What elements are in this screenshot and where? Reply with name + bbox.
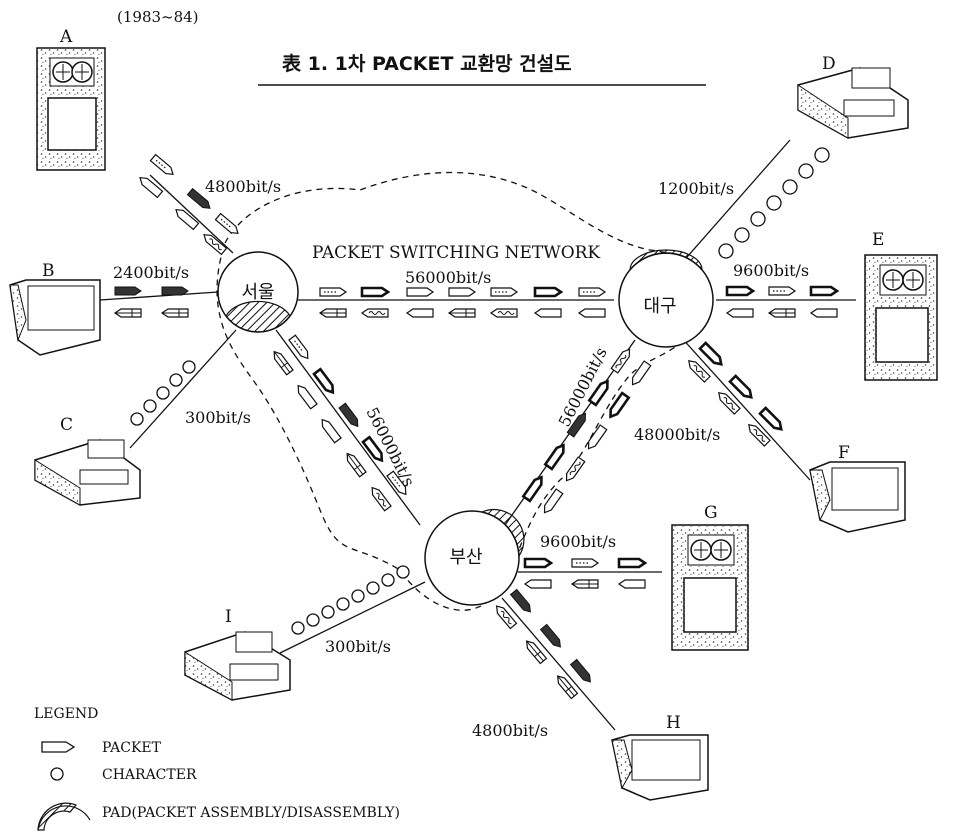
terminal-a-tape-unit — [37, 48, 105, 170]
packet-stream-busan-g — [525, 559, 645, 588]
node-busan: 부산 — [425, 510, 524, 605]
legend-character-label: CHARACTER — [102, 767, 197, 783]
rate-d-daegu: 1200bit/s — [658, 179, 734, 198]
network-label: PACKET SWITCHING NETWORK — [312, 243, 600, 263]
terminal-h-display — [612, 735, 708, 800]
terminal-label-b: B — [42, 261, 55, 281]
legend-character-icon — [51, 768, 63, 780]
terminal-label-f: F — [838, 443, 850, 463]
packet-stream-a-seoul — [137, 155, 240, 255]
legend-pad-label: PAD(PACKET ASSEMBLY/DISASSEMBLY) — [102, 805, 400, 821]
node-label-busan: 부산 — [449, 547, 482, 568]
terminal-i-printer — [185, 632, 290, 700]
terminal-label-d: D — [822, 54, 836, 74]
character-stream-i — [292, 566, 409, 634]
node-label-daegu: 대구 — [643, 296, 676, 317]
terminal-label-g: G — [704, 503, 718, 523]
character-stream-d — [719, 148, 829, 258]
terminal-label-a: A — [59, 27, 73, 47]
legend-packet-label: PACKET — [102, 740, 162, 756]
rate-f-daegu: 48000bit/s — [634, 425, 720, 444]
terminal-label-i: I — [225, 607, 232, 627]
rate-e-daegu: 9600bit/s — [733, 261, 809, 280]
packet-stream-daegu-e — [727, 287, 837, 317]
rate-a-seoul: 4800bit/s — [205, 177, 281, 196]
rate-h-busan: 4800bit/s — [472, 721, 548, 740]
rate-c-seoul: 300bit/s — [185, 408, 251, 427]
node-label-seoul: 서울 — [241, 282, 274, 303]
packet-stream-seoul-daegu — [320, 288, 605, 317]
terminal-d-printer — [798, 68, 908, 138]
legend-packet-icon — [42, 742, 74, 752]
terminal-c-printer — [35, 440, 140, 505]
year-range: (1983~84) — [117, 8, 199, 26]
rate-seoul-daegu: 56000bit/s — [405, 268, 491, 287]
terminal-g-tape-unit — [672, 525, 748, 650]
terminal-b-display — [10, 280, 100, 355]
rate-i-busan: 300bit/s — [325, 637, 391, 656]
node-daegu: 대구 — [619, 250, 713, 347]
node-seoul: 서울 — [218, 252, 298, 332]
terminal-f-display — [810, 462, 905, 532]
terminal-label-h: H — [666, 713, 681, 733]
terminal-e-tape-unit — [865, 255, 937, 380]
legend-title: LEGEND — [34, 706, 98, 722]
rate-g-busan: 9600bit/s — [540, 532, 616, 551]
legend: LEGEND PACKET CHARACTER PAD(PACKET ASSEM… — [34, 706, 400, 830]
packet-stream-b-seoul — [115, 287, 188, 317]
terminal-label-c: C — [60, 415, 73, 435]
rate-b-seoul: 2400bit/s — [113, 263, 189, 282]
terminal-label-e: E — [872, 230, 884, 250]
diagram-title: 表 1. 1차 PACKET 교환망 건설도 — [282, 52, 572, 75]
